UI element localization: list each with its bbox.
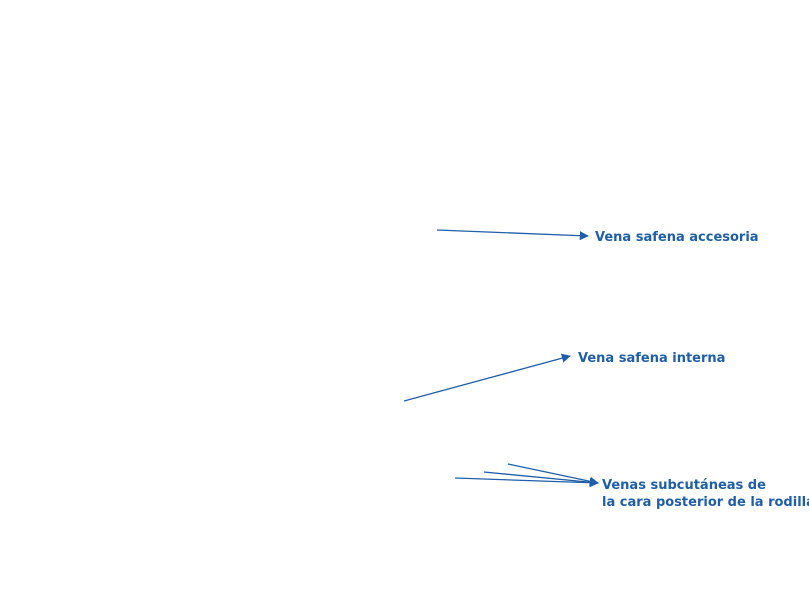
arrow-subcutaneas-2: [483, 471, 599, 487]
label-vena-safena-interna: Vena safena interna: [578, 351, 726, 366]
label-venas-subcutaneas-line1: Venas subcutáneas de: [602, 478, 766, 493]
arrow-subcutaneas-3: [454, 477, 599, 488]
label-venas-subcutaneas-line2: la cara posterior de la rodilla: [602, 495, 809, 510]
label-vena-safena-accesoria: Vena safena accesoria: [595, 230, 759, 245]
arrow-subcutaneas-1: [507, 463, 599, 486]
label-venas-subcutaneas: Venas subcutáneas de la cara posterior d…: [602, 477, 809, 511]
arrow-accesoria: [436, 229, 589, 241]
arrow-interna: [403, 353, 571, 402]
